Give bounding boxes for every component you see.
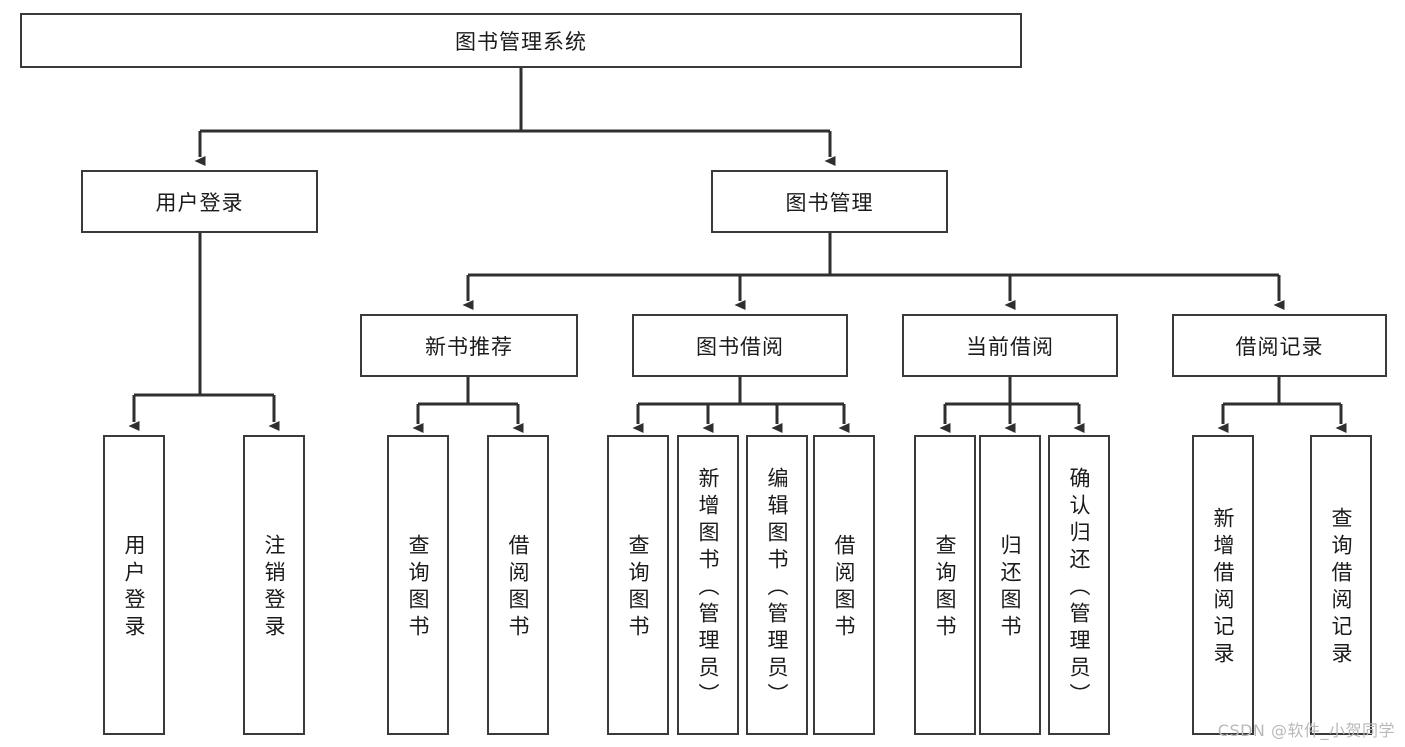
node-leaf-edit-book[interactable]: 编辑图书（管理员） — [746, 435, 808, 735]
node-user-login[interactable]: 用户登录 — [81, 170, 318, 233]
node-leaf-user-login[interactable]: 用户登录 — [103, 435, 165, 735]
node-leaf-return-book-label: 归还图书 — [998, 534, 1023, 642]
node-user-login-label: 用户登录 — [155, 190, 244, 215]
node-root[interactable]: 图书管理系统 — [20, 13, 1022, 68]
node-leaf-return-book[interactable]: 归还图书 — [979, 435, 1041, 735]
node-new-book-recommend-label: 新书推荐 — [425, 334, 513, 359]
node-leaf-query-book-3[interactable]: 查询图书 — [914, 435, 976, 735]
node-borrow-record-label: 借阅记录 — [1235, 334, 1324, 359]
node-leaf-add-book-label: 新增图书（管理员） — [696, 466, 721, 710]
node-borrow-record[interactable]: 借阅记录 — [1172, 314, 1387, 377]
node-leaf-user-login-label: 用户登录 — [122, 534, 147, 642]
node-leaf-borrow-book-2-label: 借阅图书 — [832, 534, 857, 642]
node-leaf-edit-book-label: 编辑图书（管理员） — [765, 466, 790, 710]
node-new-book-recommend[interactable]: 新书推荐 — [360, 314, 578, 377]
node-leaf-query-record[interactable]: 查询借阅记录 — [1310, 435, 1372, 735]
watermark: CSDN @软件_小贺同学 — [1217, 721, 1395, 740]
node-leaf-query-record-label: 查询借阅记录 — [1329, 507, 1354, 669]
node-current-borrow[interactable]: 当前借阅 — [902, 314, 1118, 377]
node-leaf-borrow-book-1[interactable]: 借阅图书 — [487, 435, 549, 735]
node-leaf-logout-label: 注销登录 — [262, 534, 287, 642]
node-leaf-query-book-1[interactable]: 查询图书 — [387, 435, 449, 735]
node-leaf-query-book-3-label: 查询图书 — [933, 534, 958, 642]
node-leaf-query-book-2-label: 查询图书 — [626, 534, 651, 642]
node-leaf-add-book[interactable]: 新增图书（管理员） — [677, 435, 739, 735]
node-leaf-query-book-2[interactable]: 查询图书 — [607, 435, 669, 735]
node-leaf-confirm-return[interactable]: 确认归还（管理员） — [1048, 435, 1110, 735]
node-leaf-add-record-label: 新增借阅记录 — [1211, 507, 1236, 669]
node-book-manage-label: 图书管理 — [785, 190, 874, 215]
node-leaf-logout[interactable]: 注销登录 — [243, 435, 305, 735]
node-book-borrow-label: 图书借阅 — [696, 334, 784, 359]
node-leaf-query-book-1-label: 查询图书 — [406, 534, 431, 642]
node-leaf-borrow-book-2[interactable]: 借阅图书 — [813, 435, 875, 735]
node-book-borrow[interactable]: 图书借阅 — [632, 314, 848, 377]
node-root-label: 图书管理系统 — [455, 29, 587, 54]
node-book-manage[interactable]: 图书管理 — [711, 170, 948, 233]
node-leaf-add-record[interactable]: 新增借阅记录 — [1192, 435, 1254, 735]
node-leaf-borrow-book-1-label: 借阅图书 — [506, 534, 531, 642]
node-leaf-confirm-return-label: 确认归还（管理员） — [1067, 466, 1092, 710]
node-current-borrow-label: 当前借阅 — [966, 334, 1054, 359]
